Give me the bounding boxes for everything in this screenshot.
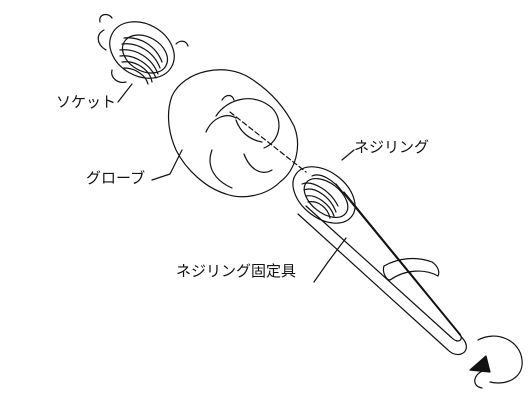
assembly-axis-line: [229, 111, 307, 173]
rotate-arrow-icon: [469, 335, 523, 389]
ring-fixture-leader-line: [313, 237, 347, 283]
ring-fixture-part: [297, 183, 467, 355]
label-socket: ソケット: [56, 93, 117, 111]
globe-part: [167, 69, 299, 198]
screw-ring-leader-line: [341, 149, 355, 161]
globe-leader-line: [151, 149, 183, 181]
label-ring-fixture: ネジリング固定具: [176, 262, 297, 280]
socket-leader-line: [117, 83, 133, 103]
socket-part: [97, 13, 189, 85]
screw-ring-part: [292, 166, 356, 224]
label-screw-ring: ネジリング: [354, 138, 430, 156]
label-globe: グローブ: [86, 169, 146, 187]
